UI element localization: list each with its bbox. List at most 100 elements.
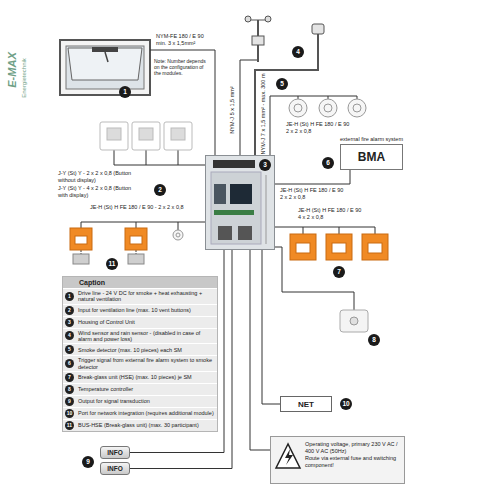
power-supply-note: Operating voltage, primary 230 V AC / 40…: [270, 436, 405, 484]
callout-number: 7: [65, 373, 74, 382]
fire-alarm-box: external fire alarm systemBMA: [340, 136, 403, 170]
callout-number: 6: [65, 359, 74, 368]
caption-row: 10 Port for network integration (requires…: [63, 407, 217, 419]
temperature-controller: [340, 310, 368, 332]
bus-module: [128, 254, 144, 264]
break-glass-unit: [362, 234, 388, 260]
power-symbol: [270, 436, 405, 484]
cable-label: J-Y (St) Y - 4 x 2 x 0,8 (Button with di…: [58, 185, 140, 199]
control-housing: 3: [205, 155, 275, 250]
node-text: Port for network integration (requires a…: [78, 410, 214, 416]
cable-label: 2 x 2 x 0,8: [286, 128, 311, 135]
cable-label: NYM-FE 180 / E 90: [156, 33, 204, 40]
wind-sensor: [245, 16, 251, 22]
break-glass-unit: [368, 243, 382, 253]
callout-number: 10: [65, 409, 74, 418]
caption-row: 4 Wind sensor and rain sensor - (disabled…: [63, 328, 217, 344]
window: [92, 47, 118, 52]
note: Note: Number depends on the configuratio…: [154, 58, 208, 76]
watermark: E-MAX: [6, 52, 18, 87]
smoke-detector: [173, 230, 183, 240]
smoke-detector: [348, 99, 366, 117]
wind-sensor: [252, 36, 264, 45]
smoke-detector: [324, 104, 332, 112]
node-text: INFO: [107, 449, 123, 456]
caption-row: 8 Temperature controller: [63, 383, 217, 395]
smoke-detector: [294, 104, 302, 112]
window: [68, 48, 142, 80]
cable-label: NYM-J 7 x 1,5 mm² - max. 300 m: [260, 74, 267, 155]
node-text: Operating voltage, primary 230 V AC / 40…: [305, 441, 400, 455]
caption-row: 3Housing of Control Unit: [63, 316, 217, 328]
node-text: external fire alarm system: [340, 136, 403, 144]
smoke-detector: [289, 99, 307, 117]
control-unit-interior: [213, 160, 255, 168]
vent-button: [100, 122, 128, 150]
rain-sensor: [312, 24, 324, 34]
cable-label: JE-H (St) H FE 180 / E 90: [298, 207, 361, 214]
cable-connector: [250, 250, 270, 450]
control-unit-interior: [266, 175, 267, 244]
node-text: Trigger signal from external fire alarm …: [78, 357, 215, 370]
callout-number: 11: [106, 258, 118, 270]
vent-button: [164, 122, 192, 150]
vent-button: [100, 122, 192, 150]
node-text: 3: [259, 159, 271, 171]
node-text: Wind sensor and rain sensor - (disabled …: [78, 330, 215, 343]
smoke-detector: [319, 99, 337, 117]
break-glass-unit: [125, 228, 147, 250]
window: [60, 40, 150, 95]
break-glass-unit: [70, 228, 92, 250]
bus-module: [73, 254, 89, 264]
node-text: NET: [298, 400, 314, 409]
control-unit-interior: [214, 184, 226, 204]
info-output: INFO: [100, 462, 130, 475]
node-text: Drive line - 24 V DC for smoke + heat ex…: [78, 290, 215, 303]
caption-row: 11BUS-HSE (Break-glass unit) (max. 30 pa…: [63, 419, 217, 431]
node-text: Output for signal transduction: [78, 398, 150, 404]
caption-table: Caption1Drive line - 24 V DC for smoke +…: [62, 276, 218, 432]
control-unit-interior: [211, 172, 261, 244]
vent-button: [132, 122, 160, 150]
window: [66, 46, 144, 89]
temperature-controller: [350, 317, 358, 325]
cable: [275, 227, 375, 234]
cable-label: 4 x 2 x 0,8: [298, 214, 323, 221]
caption-row: 6 Trigger signal from external fire alarm…: [63, 355, 217, 371]
control-unit-interior: [205, 155, 275, 250]
control-unit-interior: [205, 155, 275, 250]
control-unit-interior: [230, 184, 252, 204]
callout-number: 4: [65, 331, 74, 340]
node-text: Break-glass unit (HSE) (max. 10 pieces) …: [78, 374, 192, 380]
cable-label: JE-H (St) H FE 180 / E 90 - 2 x 2 x 0,8: [90, 204, 202, 211]
power-symbol: [276, 444, 300, 468]
power-symbol: [270, 436, 405, 484]
node-text: Smoke detector (max. 10 pieces) each SM: [78, 347, 182, 353]
node-text: Route via external fuse and switching co…: [305, 455, 400, 469]
smoke-detector: [176, 233, 180, 237]
break-glass-unit: [332, 243, 346, 253]
callout-number: 5: [276, 78, 288, 90]
wind-sensor: [265, 16, 271, 22]
callout-number: 8: [65, 385, 74, 394]
cable-connector: [262, 250, 280, 404]
break-glass-unit: [290, 234, 316, 260]
net-port: NET: [280, 396, 332, 412]
node-text: Input for ventilation line (max. 10 vent…: [78, 307, 191, 313]
cable-label: JE-H (St) H FE 180 / E 90: [286, 121, 349, 128]
info-output: INFO: [100, 446, 130, 459]
cable: [255, 34, 318, 155]
callout-number: 5: [65, 345, 74, 354]
cable-label: J-Y (St) Y - 2 x 2 x 0,8 (Button without…: [58, 170, 140, 184]
smoke-detector: [353, 104, 361, 112]
window: [105, 52, 108, 62]
temperature-controller: [340, 310, 368, 332]
callout-number: 3: [65, 318, 74, 327]
callout-number: 10: [340, 398, 352, 410]
cable-label: NYM-J 5 x 1,5 mm²: [229, 86, 236, 133]
cable-connector: [275, 170, 350, 185]
callout-number: 8: [368, 334, 380, 346]
node-text: Temperature controller: [78, 386, 133, 392]
callout-number: 11: [65, 421, 74, 430]
